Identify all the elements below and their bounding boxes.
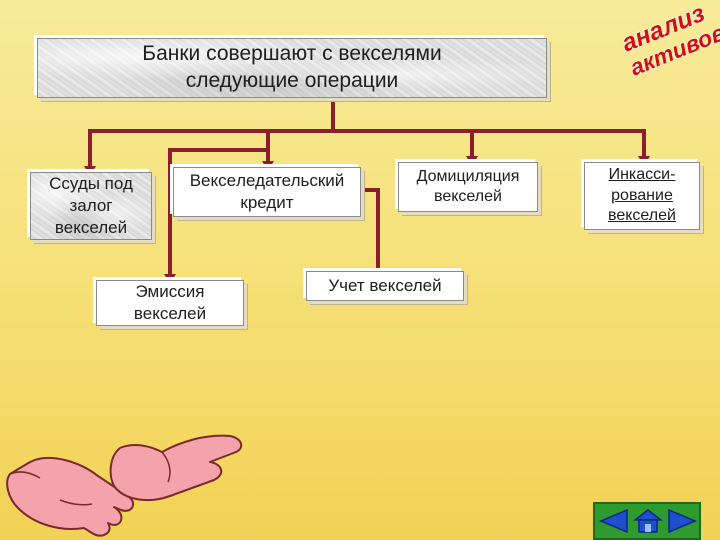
arrowhead-domicile [466, 156, 478, 166]
box-bill-credit: Вексeледательский кредит [173, 167, 361, 217]
home-icon[interactable] [633, 508, 663, 534]
box-inkasso-line-1[interactable]: Инкасси- [608, 166, 676, 184]
box-domiciliation: Домициляция векселей [398, 162, 538, 212]
box-discount-line-1: Учет векселей [328, 276, 442, 296]
arrow-left-icon[interactable] [599, 508, 629, 534]
arrowhead-credit [262, 161, 274, 171]
box-collection[interactable]: Инкасси- рование векселей [584, 162, 700, 230]
box-loans-line-1: Ссуды под [49, 174, 133, 194]
box-emission: Эмиссия векселей [96, 280, 244, 326]
navigation-bar [593, 502, 701, 540]
box-domicile-line-2: векселей [434, 188, 502, 205]
box-loans-line-2: залог [69, 196, 113, 216]
box-inkasso-link[interactable]: Инкасси- рование векселей [608, 165, 676, 226]
box-emission-text: Эмиссия векселей [134, 281, 206, 325]
box-inkasso-line-2[interactable]: рование [611, 186, 673, 204]
box-loans-line-3: векселей [54, 217, 128, 237]
connector-main-bar [333, 129, 646, 162]
connector-emission [168, 148, 268, 280]
box-credit-line-2: кредит [240, 193, 294, 212]
title-text: Банки совершают с векселями следующие оп… [142, 41, 441, 95]
arrowhead-loans [84, 166, 96, 176]
box-emission-line-2: векселей [133, 304, 207, 323]
box-credit-line-1: Вексeледательский [189, 171, 345, 191]
arrowhead-inkasso [638, 156, 650, 166]
box-loans-text: Ссуды под залог векселей [49, 173, 133, 238]
box-emission-line-1: Эмиссия [135, 282, 205, 302]
arrow-right-icon[interactable] [667, 508, 697, 534]
box-domicile-text: Домициляция векселей [417, 167, 520, 208]
title-line-1: Банки совершают с векселями [142, 42, 442, 66]
box-discount: Учет векселей [306, 271, 464, 301]
box-credit-text: Вексeледательский кредит [190, 170, 345, 214]
arrowhead-emission [164, 274, 176, 284]
title-line-2: следующие операции [185, 69, 399, 92]
box-domicile-line-1: Домициляция [416, 167, 520, 185]
connector-trunk [88, 98, 335, 172]
box-inkasso-line-3[interactable]: векселей [608, 207, 676, 225]
title-box: Банки совершают с векселями следующие оп… [37, 38, 547, 98]
box-loans-secured: Ссуды под залог векселей [30, 172, 152, 240]
